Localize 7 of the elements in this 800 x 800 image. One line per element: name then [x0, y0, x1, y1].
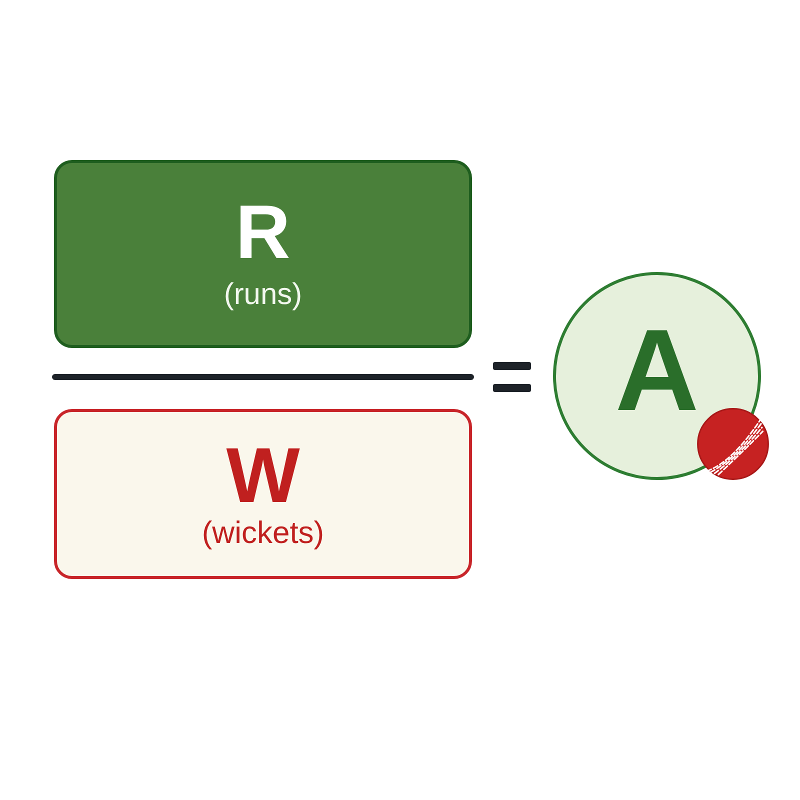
variable-caption: (runs)	[224, 277, 302, 313]
variable-letter: A	[615, 312, 699, 428]
variable-letter: W	[226, 436, 300, 514]
numerator-box	[54, 160, 472, 348]
variable-letter: R	[236, 195, 290, 271]
variable-caption: (wickets)	[202, 514, 324, 552]
denominator-box	[54, 409, 472, 579]
